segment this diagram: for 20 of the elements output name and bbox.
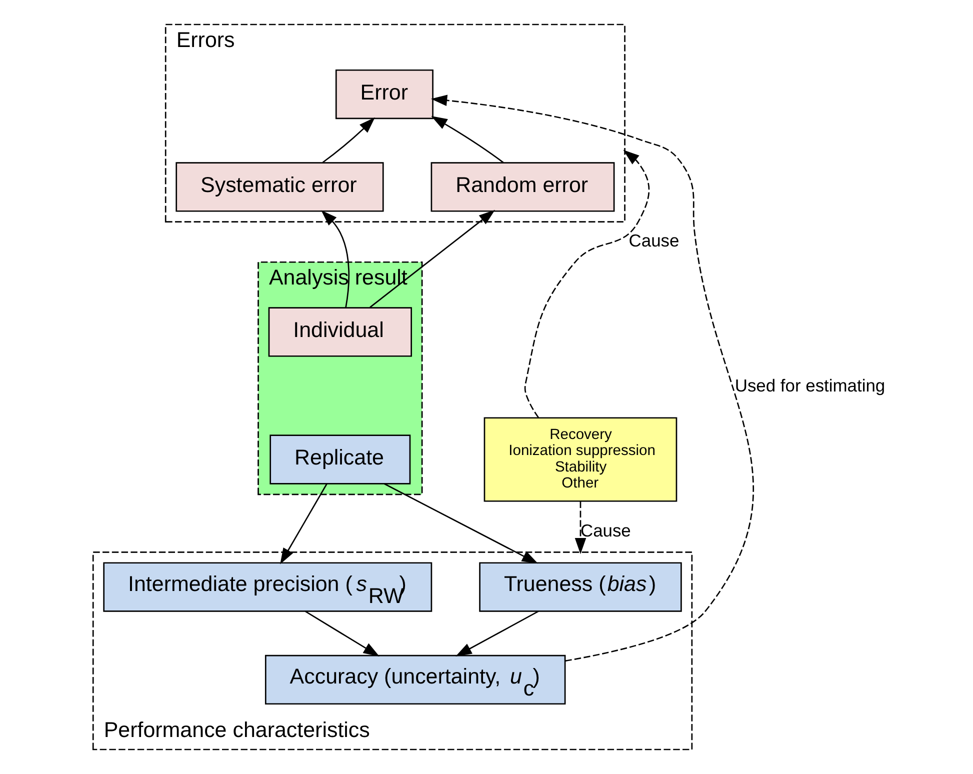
- node-box: Random error: [430, 162, 615, 212]
- arrow: [384, 483, 538, 564]
- node-box: Recovery Ionization suppression Stability Other: [484, 417, 678, 502]
- arrow: [322, 117, 376, 164]
- arrow: [574, 501, 586, 554]
- arrow: [456, 610, 539, 656]
- node-box: Systematic error: [176, 162, 384, 212]
- edge-label: Used for estimating: [734, 376, 886, 396]
- edge-label: Cause: [580, 520, 631, 541]
- node-box: Trueness (bias): [479, 562, 682, 612]
- arrow: [431, 116, 504, 164]
- node-box: Replicate: [270, 434, 411, 484]
- arrow: [430, 94, 754, 662]
- arrow: [370, 210, 496, 308]
- node-box: Individual: [268, 307, 412, 357]
- arrow: [304, 610, 380, 657]
- node-box: Error: [335, 69, 434, 120]
- edge-label: Cause: [628, 230, 680, 251]
- arrow: [321, 210, 350, 308]
- arrow: [524, 150, 650, 418]
